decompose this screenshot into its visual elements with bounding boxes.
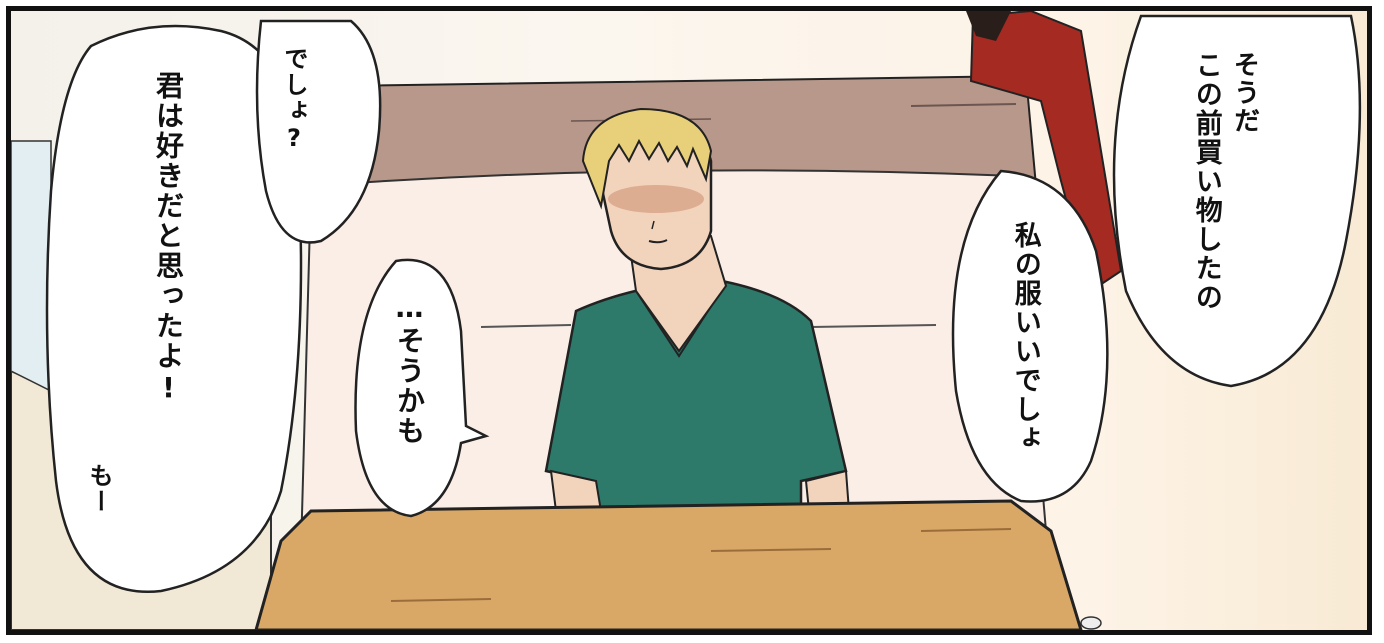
window [11,140,52,393]
bubble-souda [1112,14,1362,388]
speech-kimi-wa-suki: 君は好きだと思ったよ! [152,71,185,406]
bubble-desho [255,19,382,244]
woman-hair [966,11,1011,41]
table [254,499,1083,630]
comic-panel: でしょ? 君は好きだと思ったよ! もー …そうかも 私の服いいでしょ そうだ こ… [6,6,1372,635]
scene-illustration [11,11,1362,630]
speech-souda-line2: この前買い物したの [1190,51,1222,312]
speech-souda-line1: そうだ [1229,51,1260,135]
speech-souka: …そうかも [393,291,426,446]
bubble-watashi [951,169,1109,503]
bubble-souka [354,258,490,518]
speech-watashi: 私の服いいでしょ [1009,221,1041,453]
speech-mo: もー [85,463,113,515]
speech-desho: でしょ? [280,46,308,154]
man-hair [581,107,713,210]
